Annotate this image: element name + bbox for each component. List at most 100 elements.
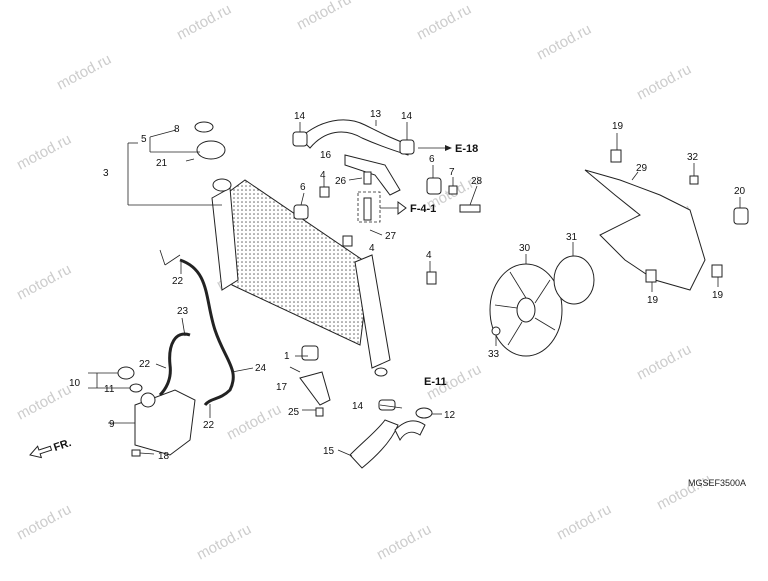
front-arrow-icon (29, 445, 53, 459)
shroud-bolt (645, 269, 657, 283)
callout-16: 16 (320, 150, 332, 161)
grommet (426, 177, 442, 195)
hose-clamp (399, 139, 415, 155)
callout-4: 4 (320, 170, 326, 181)
callout-11: 11 (104, 384, 115, 395)
radiator-core (217, 179, 371, 346)
radiator-cap-group (127, 121, 226, 206)
bolt (363, 197, 372, 221)
mount-bolt (459, 204, 481, 213)
watermark: motod.ru (414, 1, 474, 44)
overflow-tube (158, 332, 191, 397)
watermark: motod.ru (224, 401, 284, 444)
callout-4: 4 (369, 243, 375, 254)
watermark: motod.ru (14, 501, 74, 544)
callout-21: 21 (156, 158, 168, 169)
callout-23: 23 (177, 306, 189, 317)
radiator-right-tank (354, 254, 391, 369)
callout-20: 20 (734, 186, 746, 197)
fan-nut (491, 326, 501, 336)
bracket-bolt (315, 407, 324, 417)
clip (342, 235, 353, 247)
callout-4: 4 (426, 250, 432, 261)
clip (319, 186, 330, 198)
callout-22: 22 (172, 276, 184, 287)
shroud-bolt (711, 264, 723, 278)
watermark: motod.ru (194, 521, 254, 564)
callout-18: 18 (158, 451, 170, 462)
reserve-tank-group (88, 366, 196, 457)
bolt (363, 171, 372, 185)
shroud-bolt (610, 149, 622, 163)
shroud-nut (689, 175, 699, 185)
siphon-tube-group (158, 249, 235, 407)
callout-32: 32 (687, 152, 699, 163)
collar (448, 185, 458, 195)
front-indicator: FR. (29, 437, 73, 459)
callout-13: 13 (370, 109, 382, 120)
callout-19: 19 (647, 295, 659, 306)
callout-27: 27 (385, 231, 397, 242)
callout-14: 14 (352, 401, 364, 412)
callout-9: 9 (109, 419, 115, 430)
callout-26: 26 (335, 176, 347, 187)
callout-1: 1 (284, 351, 290, 362)
reserve-tank-cap (140, 392, 156, 408)
lower-hose (349, 419, 399, 469)
callout-19: 19 (612, 121, 624, 132)
upper-hose (299, 119, 411, 156)
clip (426, 271, 437, 285)
mount-hardware (293, 177, 481, 361)
fan-hub (516, 297, 536, 323)
leader-lines (108, 120, 741, 457)
callout-6: 6 (429, 154, 435, 165)
watermark: motod.ru (14, 131, 74, 174)
hose-clamp (292, 131, 308, 147)
watermark: motod.ru (554, 501, 614, 544)
fan-motor (553, 255, 595, 305)
reserve-cap (117, 366, 135, 380)
siphon-tube (179, 258, 235, 407)
upper-hose-group (292, 119, 452, 156)
watermark: motod.ru (534, 21, 594, 64)
callout-17: 17 (276, 382, 288, 393)
fan-connector (733, 207, 749, 225)
radiator-outlet (374, 367, 388, 377)
callout-29: 29 (636, 163, 648, 174)
callout-14: 14 (401, 111, 413, 122)
bracket-group (344, 154, 407, 223)
callout-30: 30 (519, 243, 531, 254)
watermark: motod.ru (14, 261, 74, 304)
cap-label-plate (194, 121, 214, 133)
callout-24: 24 (255, 363, 267, 374)
front-label: FR. (52, 437, 73, 454)
callout-28: 28 (471, 176, 483, 187)
ref-e18: E-18 (455, 143, 478, 155)
callout-3: 3 (103, 168, 109, 179)
grommet (293, 204, 309, 220)
cap-seal (129, 383, 143, 393)
callout-22: 22 (203, 420, 215, 431)
lower-hose-elbow (394, 420, 426, 442)
watermark: motod.ru (374, 521, 434, 564)
callout-14: 14 (294, 111, 306, 122)
callout-12: 12 (444, 410, 456, 421)
radiator-filler-neck (212, 178, 232, 192)
diagram-code: MGSEF3500A (688, 478, 746, 488)
grommet (301, 345, 319, 361)
watermark: motod.ru (54, 51, 114, 94)
ref-e11: E-11 (424, 376, 447, 388)
radiator-assembly (211, 178, 391, 377)
callout-33: 33 (488, 349, 500, 360)
fan-shroud (584, 169, 706, 291)
callout-31: 31 (566, 232, 578, 243)
callout-19: 19 (712, 290, 724, 301)
callout-15: 15 (323, 446, 335, 457)
lower-bracket (299, 371, 331, 406)
hose-clamp (415, 407, 433, 419)
hose-clamp (378, 399, 396, 411)
radiator-cap (196, 140, 226, 160)
ref-f41: F-4-1 (410, 203, 436, 215)
watermark: motod.ru (14, 381, 74, 424)
